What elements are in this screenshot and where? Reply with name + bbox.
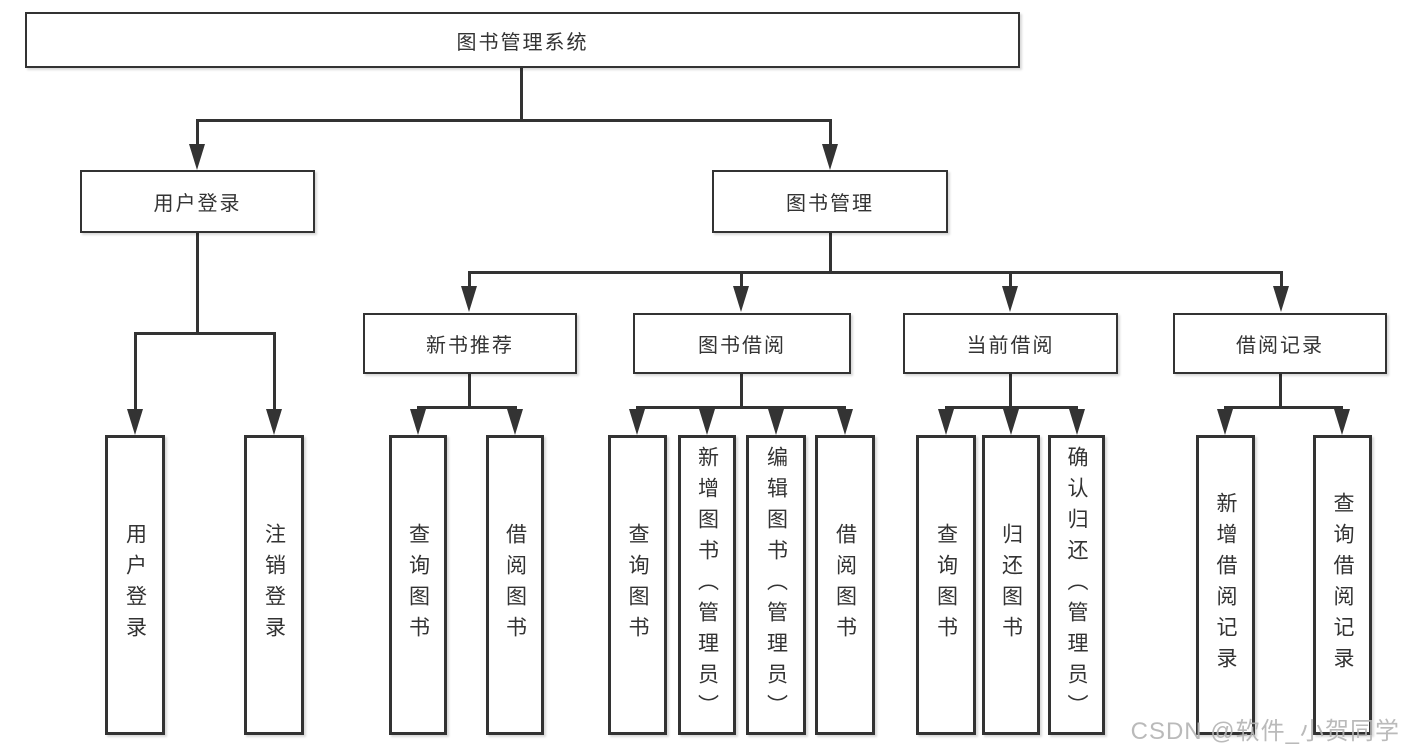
leaf-query-books-current-label: 查询图书 — [934, 523, 958, 647]
arrow-down-icon — [410, 409, 426, 435]
leaf-query-borrow-record-label: 查询借阅记录 — [1331, 492, 1354, 678]
leaf-edit-book-admin-label: 编辑图书（管理员） — [764, 445, 788, 725]
arrow-down-icon — [266, 409, 282, 435]
arrow-down-icon — [1002, 286, 1018, 312]
connector-line — [829, 119, 832, 147]
connector-line — [417, 406, 517, 409]
leaf-logout: 注销登录 — [244, 435, 304, 735]
leaf-add-book-admin-label: 新增图书（管理员） — [695, 445, 719, 725]
connector-line — [1224, 406, 1343, 409]
leaf-query-books-recommend: 查询图书 — [389, 435, 447, 735]
leaf-query-books-borrow: 查询图书 — [608, 435, 667, 735]
node-current-borrow-label: 当前借阅 — [966, 335, 1055, 357]
leaf-borrow-books: 借阅图书 — [815, 435, 875, 735]
leaf-add-book-admin: 新增图书（管理员） — [678, 435, 736, 735]
arrow-down-icon — [699, 409, 715, 435]
connector-line — [134, 332, 276, 335]
connector-line — [1009, 372, 1012, 409]
leaf-confirm-return-admin: 确认归还（管理员） — [1048, 435, 1105, 735]
leaf-edit-book-admin: 编辑图书（管理员） — [746, 435, 806, 735]
connector-line — [740, 372, 743, 409]
connector-line — [740, 271, 743, 291]
connector-line — [829, 231, 832, 274]
leaf-add-borrow-record-label: 新增借阅记录 — [1214, 492, 1237, 678]
arrow-down-icon — [837, 409, 853, 435]
connector-line — [273, 332, 276, 412]
connector-line — [468, 372, 471, 409]
connector-line — [196, 119, 199, 147]
node-current-borrow: 当前借阅 — [903, 313, 1118, 374]
node-root-label: 图书管理系统 — [456, 31, 589, 54]
arrow-down-icon — [189, 144, 205, 170]
leaf-return-book-label: 归还图书 — [999, 523, 1023, 647]
arrow-down-icon — [1217, 409, 1233, 435]
leaf-confirm-return-admin-label: 确认归还（管理员） — [1065, 445, 1088, 725]
connector-line — [134, 332, 137, 412]
connector-line — [468, 271, 1283, 274]
leaf-query-books-current: 查询图书 — [916, 435, 976, 735]
arrow-down-icon — [461, 286, 477, 312]
arrow-down-icon — [1003, 409, 1019, 435]
connector-line — [196, 231, 199, 335]
node-book-management-label: 图书管理 — [786, 193, 874, 215]
node-new-book-recommend-label: 新书推荐 — [426, 335, 514, 357]
leaf-query-borrow-record: 查询借阅记录 — [1313, 435, 1372, 735]
connector-line — [1279, 372, 1282, 409]
connector-line — [945, 406, 1078, 409]
arrow-down-icon — [1334, 409, 1350, 435]
arrow-down-icon — [822, 144, 838, 170]
node-book-borrow-label: 图书借阅 — [698, 335, 786, 357]
node-user-login-label: 用户登录 — [153, 193, 242, 215]
leaf-logout-label: 注销登录 — [262, 523, 286, 647]
leaf-add-borrow-record: 新增借阅记录 — [1196, 435, 1255, 735]
arrow-down-icon — [768, 409, 784, 435]
node-borrow-records: 借阅记录 — [1173, 313, 1387, 374]
node-book-borrow: 图书借阅 — [633, 313, 851, 374]
arrow-down-icon — [507, 409, 523, 435]
connector-line — [520, 68, 523, 122]
leaf-borrow-books-label: 借阅图书 — [833, 523, 857, 647]
connector-line — [636, 406, 846, 409]
connector-line — [1280, 271, 1283, 291]
leaf-return-book: 归还图书 — [982, 435, 1040, 735]
connector-line — [196, 119, 832, 122]
leaf-user-login-label: 用户登录 — [123, 523, 147, 647]
node-book-management: 图书管理 — [712, 170, 948, 233]
arrow-down-icon — [1273, 286, 1289, 312]
arrow-down-icon — [629, 409, 645, 435]
node-root: 图书管理系统 — [25, 12, 1020, 68]
leaf-borrow-books-recommend-label: 借阅图书 — [503, 523, 527, 647]
leaf-query-books-borrow-label: 查询图书 — [626, 523, 649, 647]
arrow-down-icon — [127, 409, 143, 435]
leaf-borrow-books-recommend: 借阅图书 — [486, 435, 544, 735]
node-user-login: 用户登录 — [80, 170, 315, 233]
arrow-down-icon — [733, 286, 749, 312]
arrow-down-icon — [1069, 409, 1085, 435]
connector-line — [468, 271, 471, 291]
leaf-query-books-recommend-label: 查询图书 — [406, 523, 430, 647]
csdn-watermark: CSDN @软件_小贺同学 — [1130, 718, 1400, 745]
arrow-down-icon — [938, 409, 954, 435]
leaf-user-login: 用户登录 — [105, 435, 165, 735]
node-borrow-records-label: 借阅记录 — [1236, 335, 1324, 357]
node-new-book-recommend: 新书推荐 — [363, 313, 577, 374]
connector-line — [1009, 271, 1012, 291]
